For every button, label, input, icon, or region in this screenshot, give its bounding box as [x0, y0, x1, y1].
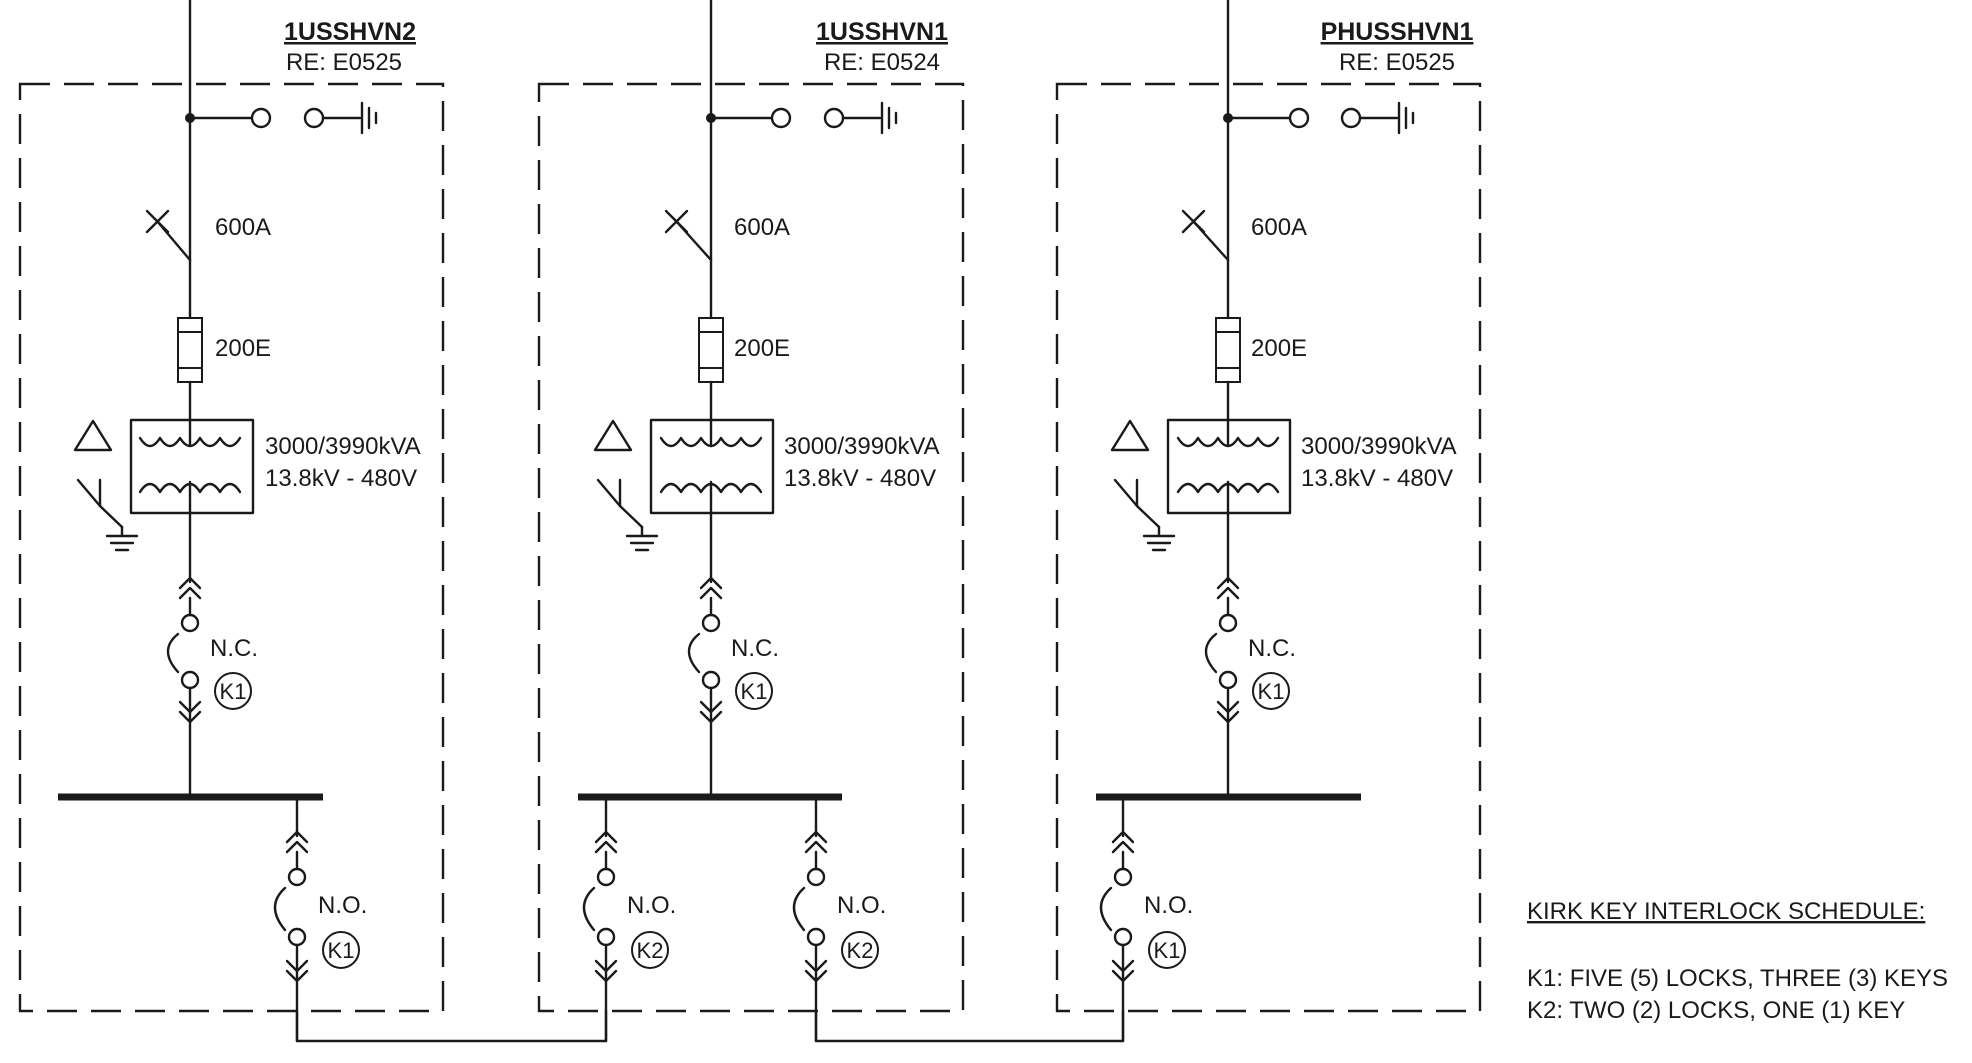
- schedule-line: K1: FIVE (5) LOCKS, THREE (3) KEYS: [1527, 965, 1948, 992]
- breaker-state: N.O.: [1144, 892, 1193, 919]
- ground-switch-contact: [770, 107, 792, 129]
- substation-title: 1USSHVN2: [284, 18, 416, 46]
- transformer-icon: [138, 418, 242, 515]
- fuse-rating: 200E: [215, 335, 271, 362]
- drawout-disconnect-icon: [792, 830, 828, 983]
- fuse-rating: 200E: [1251, 335, 1307, 362]
- drawout-disconnect-icon: [273, 830, 309, 983]
- delta-icon: [593, 419, 633, 452]
- transformer-rating: 3000/3990kVA: [265, 433, 421, 460]
- transformer-voltage: 13.8kV - 480V: [784, 465, 936, 492]
- enclosure-boundary: [537, 82, 965, 1013]
- substation-1usshvn2: 1USSHVN2 RE: E0525 600A 200E: [18, 0, 445, 1043]
- breaker-state: N.C.: [731, 635, 779, 662]
- key-label: K2: [637, 938, 664, 963]
- grounded-wye-icon: [76, 478, 139, 552]
- ground-contact: [823, 107, 845, 129]
- transformer-box: [129, 418, 255, 515]
- grounded-wye-icon: [1113, 478, 1176, 552]
- key-label: K1: [328, 938, 355, 963]
- schedule-line: K2: TWO (2) LOCKS, ONE (1) KEY: [1527, 997, 1905, 1024]
- schedule-title: KIRK KEY INTERLOCK SCHEDULE:: [1527, 898, 1925, 925]
- drawout-disconnect-icon: [1099, 830, 1135, 983]
- transformer-rating: 3000/3990kVA: [784, 433, 940, 460]
- key-label: K1: [220, 679, 247, 704]
- substation-title: PHUSSHVN1: [1321, 18, 1474, 46]
- breaker-rating: 600A: [215, 214, 271, 241]
- transformer-icon: [659, 418, 763, 515]
- transformer-icon: [1176, 418, 1280, 515]
- ground-switch-contact: [1288, 107, 1310, 129]
- delta-icon: [73, 419, 113, 452]
- key-circle: [1148, 931, 1186, 969]
- key-label: K2: [847, 938, 874, 963]
- key-circle: [735, 672, 773, 710]
- ground-icon: [360, 101, 378, 135]
- breaker-state: N.O.: [837, 892, 886, 919]
- enclosure-boundary: [1055, 82, 1482, 1013]
- ground-icon: [1397, 101, 1415, 135]
- breaker-state: N.O.: [627, 892, 676, 919]
- grounded-wye-icon: [596, 478, 659, 552]
- interlock-schedule: KIRK KEY INTERLOCK SCHEDULE: K1: FIVE (5…: [1527, 898, 1948, 1024]
- substation-phusshvn1: PHUSSHVN1 RE: E0525 600A 200E: [1055, 0, 1482, 1043]
- fuse-icon: [177, 317, 203, 383]
- key-circle: [841, 931, 879, 969]
- drawout-disconnect-icon: [687, 576, 723, 724]
- fuse-rating: 200E: [734, 335, 790, 362]
- key-circle: [214, 672, 252, 710]
- breaker-state: N.O.: [318, 892, 367, 919]
- transformer-voltage: 13.8kV - 480V: [1301, 465, 1453, 492]
- drawout-disconnect-icon: [1204, 576, 1240, 724]
- ground-contact: [303, 107, 325, 129]
- key-label: K1: [1154, 938, 1181, 963]
- tie-connection: [295, 1009, 608, 1043]
- ground-icon: [880, 101, 898, 135]
- ground-contact: [1340, 107, 1362, 129]
- key-circle: [322, 931, 360, 969]
- substation-1usshvn1: 1USSHVN1 RE: E0524 600A 200E: [537, 0, 965, 1043]
- drawout-disconnect-icon: [166, 576, 202, 724]
- enclosure-boundary: [18, 82, 445, 1013]
- drawout-disconnect-icon: [582, 830, 618, 983]
- breaker-icon: [145, 209, 192, 262]
- key-circle: [631, 931, 669, 969]
- substation-ref: RE: E0524: [824, 49, 940, 76]
- substation-ref: RE: E0525: [286, 49, 402, 76]
- breaker-icon: [664, 209, 713, 262]
- breaker-state: N.C.: [1248, 635, 1296, 662]
- fuse-icon: [698, 317, 724, 383]
- breaker-rating: 600A: [734, 214, 790, 241]
- breaker-rating: 600A: [1251, 214, 1307, 241]
- substation-ref: RE: E0525: [1339, 49, 1455, 76]
- tie-connection: [814, 1009, 1125, 1043]
- transformer-voltage: 13.8kV - 480V: [265, 465, 417, 492]
- key-label: K1: [741, 679, 768, 704]
- fuse-icon: [1215, 317, 1241, 383]
- substation-title: 1USSHVN1: [816, 18, 948, 46]
- breaker-state: N.C.: [210, 635, 258, 662]
- transformer-rating: 3000/3990kVA: [1301, 433, 1457, 460]
- breaker-icon: [1181, 209, 1230, 262]
- key-circle: [1252, 672, 1290, 710]
- key-label: K1: [1258, 679, 1285, 704]
- ground-switch-contact: [250, 107, 272, 129]
- delta-icon: [1110, 419, 1150, 452]
